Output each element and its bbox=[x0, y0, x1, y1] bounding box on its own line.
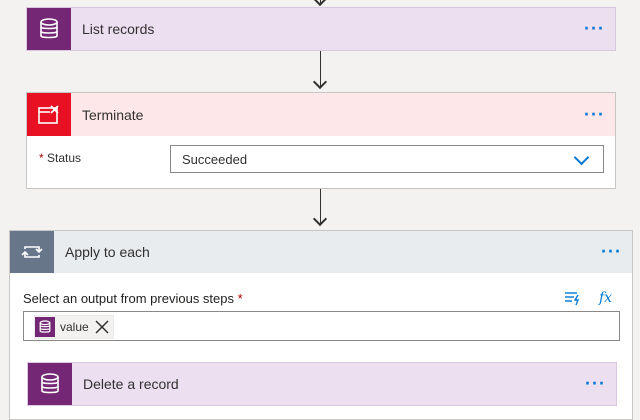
apply-to-each-body: Select an output from previous steps * f… bbox=[10, 273, 632, 419]
database-icon bbox=[28, 363, 72, 405]
loop-icon bbox=[10, 231, 54, 273]
status-label-text: Status bbox=[47, 151, 82, 165]
remove-token-icon[interactable] bbox=[95, 320, 109, 334]
expression-fx-button[interactable]: fx bbox=[599, 290, 613, 306]
terminate-window-icon bbox=[27, 93, 71, 136]
connector-2 bbox=[320, 189, 321, 224]
delete-record-more-button[interactable]: ··· bbox=[585, 373, 606, 394]
status-label: * Status bbox=[39, 151, 81, 165]
select-output-input[interactable]: value bbox=[23, 311, 620, 341]
delete-record-card[interactable]: Delete a record ··· bbox=[27, 362, 617, 406]
arrow-2 bbox=[312, 211, 328, 227]
delete-record-title: Delete a record bbox=[83, 376, 179, 392]
arrow-1 bbox=[312, 74, 328, 90]
arrow-top bbox=[312, 0, 328, 7]
connector-top bbox=[320, 0, 321, 3]
value-token-label: value bbox=[60, 320, 89, 334]
terminate-card[interactable]: Terminate ··· * Status Succeeded bbox=[26, 92, 616, 189]
list-records-more-button[interactable]: ··· bbox=[584, 18, 605, 39]
terminate-more-button[interactable]: ··· bbox=[584, 104, 605, 124]
list-records-card[interactable]: List records ··· bbox=[26, 7, 616, 51]
chevron-down-icon[interactable] bbox=[573, 149, 590, 166]
list-records-title: List records bbox=[82, 21, 155, 37]
database-icon bbox=[35, 317, 55, 337]
apply-to-each-more-button[interactable]: ··· bbox=[601, 241, 622, 262]
terminate-title: Terminate bbox=[82, 106, 144, 123]
select-output-label-text: Select an output from previous steps bbox=[23, 291, 235, 306]
select-output-label: Select an output from previous steps * bbox=[23, 291, 243, 306]
connector-1 bbox=[320, 51, 321, 87]
database-icon bbox=[27, 8, 71, 50]
select-output-required-mark: * bbox=[237, 291, 243, 306]
status-dropdown[interactable]: Succeeded bbox=[170, 145, 604, 173]
status-selected-value: Succeeded bbox=[182, 151, 248, 167]
apply-to-each-title: Apply to each bbox=[65, 244, 150, 260]
dynamic-content-icon[interactable] bbox=[564, 290, 582, 306]
value-token[interactable]: value bbox=[34, 315, 114, 339]
status-required-mark: * bbox=[39, 151, 44, 165]
apply-to-each-card[interactable]: Apply to each ··· Select an output from … bbox=[9, 230, 633, 420]
